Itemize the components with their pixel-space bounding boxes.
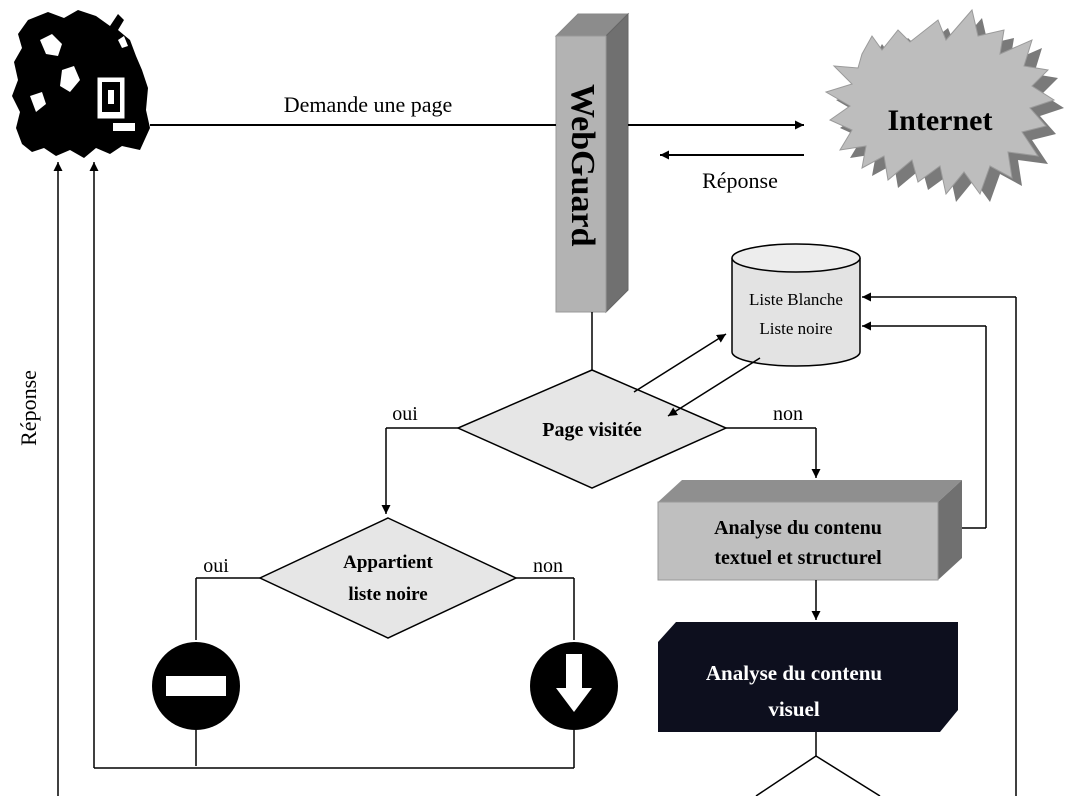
response-left-label: Réponse	[16, 370, 41, 446]
db-line1: Liste Blanche	[749, 290, 843, 309]
user-at-computer-icon	[12, 10, 150, 158]
webguard-label: WebGuard	[564, 84, 601, 247]
visual-analysis-line2: visuel	[768, 697, 820, 721]
response-label: Réponse	[702, 168, 778, 193]
decision1-no: non	[773, 403, 803, 425]
database-feedback-lines	[862, 292, 1017, 796]
decision1-yes: oui	[392, 403, 418, 425]
blacklist-whitelist-database: Liste Blanche Liste noire	[731, 243, 861, 367]
decision2-no: non	[533, 555, 563, 577]
return-paths: Réponse	[16, 162, 574, 796]
decision1-branches: oui non	[381, 403, 821, 514]
webguard-server: WebGuard	[554, 12, 630, 314]
text-analysis-line1: Analyse du contenu	[714, 517, 882, 539]
top-connectors: Demande une page Réponse	[150, 92, 804, 193]
request-label: Demande une page	[284, 92, 453, 117]
decision2-line2: liste noire	[348, 584, 427, 605]
internet-label: Internet	[888, 104, 993, 137]
internet-cloud: Internet	[824, 8, 1064, 202]
decision-in-blacklist: Appartient liste noire oui non	[195, 517, 575, 640]
text-analysis-line2: textuel et structurel	[714, 547, 882, 569]
download-arrow-icon	[530, 642, 618, 768]
text-analysis-box: Analyse du contenu textuel et structurel	[657, 480, 962, 581]
decision-page-visited: Page visitée	[456, 312, 761, 489]
decision2-yes: oui	[203, 555, 229, 577]
visual-analysis-line1: Analyse du contenu	[706, 661, 883, 685]
decision2-line1: Appartient	[343, 552, 433, 573]
visual-analysis-box: Analyse du contenu visuel	[658, 580, 958, 796]
db-line2: Liste noire	[759, 319, 832, 338]
decision1-label: Page visitée	[542, 419, 642, 441]
block-icon	[152, 642, 240, 766]
